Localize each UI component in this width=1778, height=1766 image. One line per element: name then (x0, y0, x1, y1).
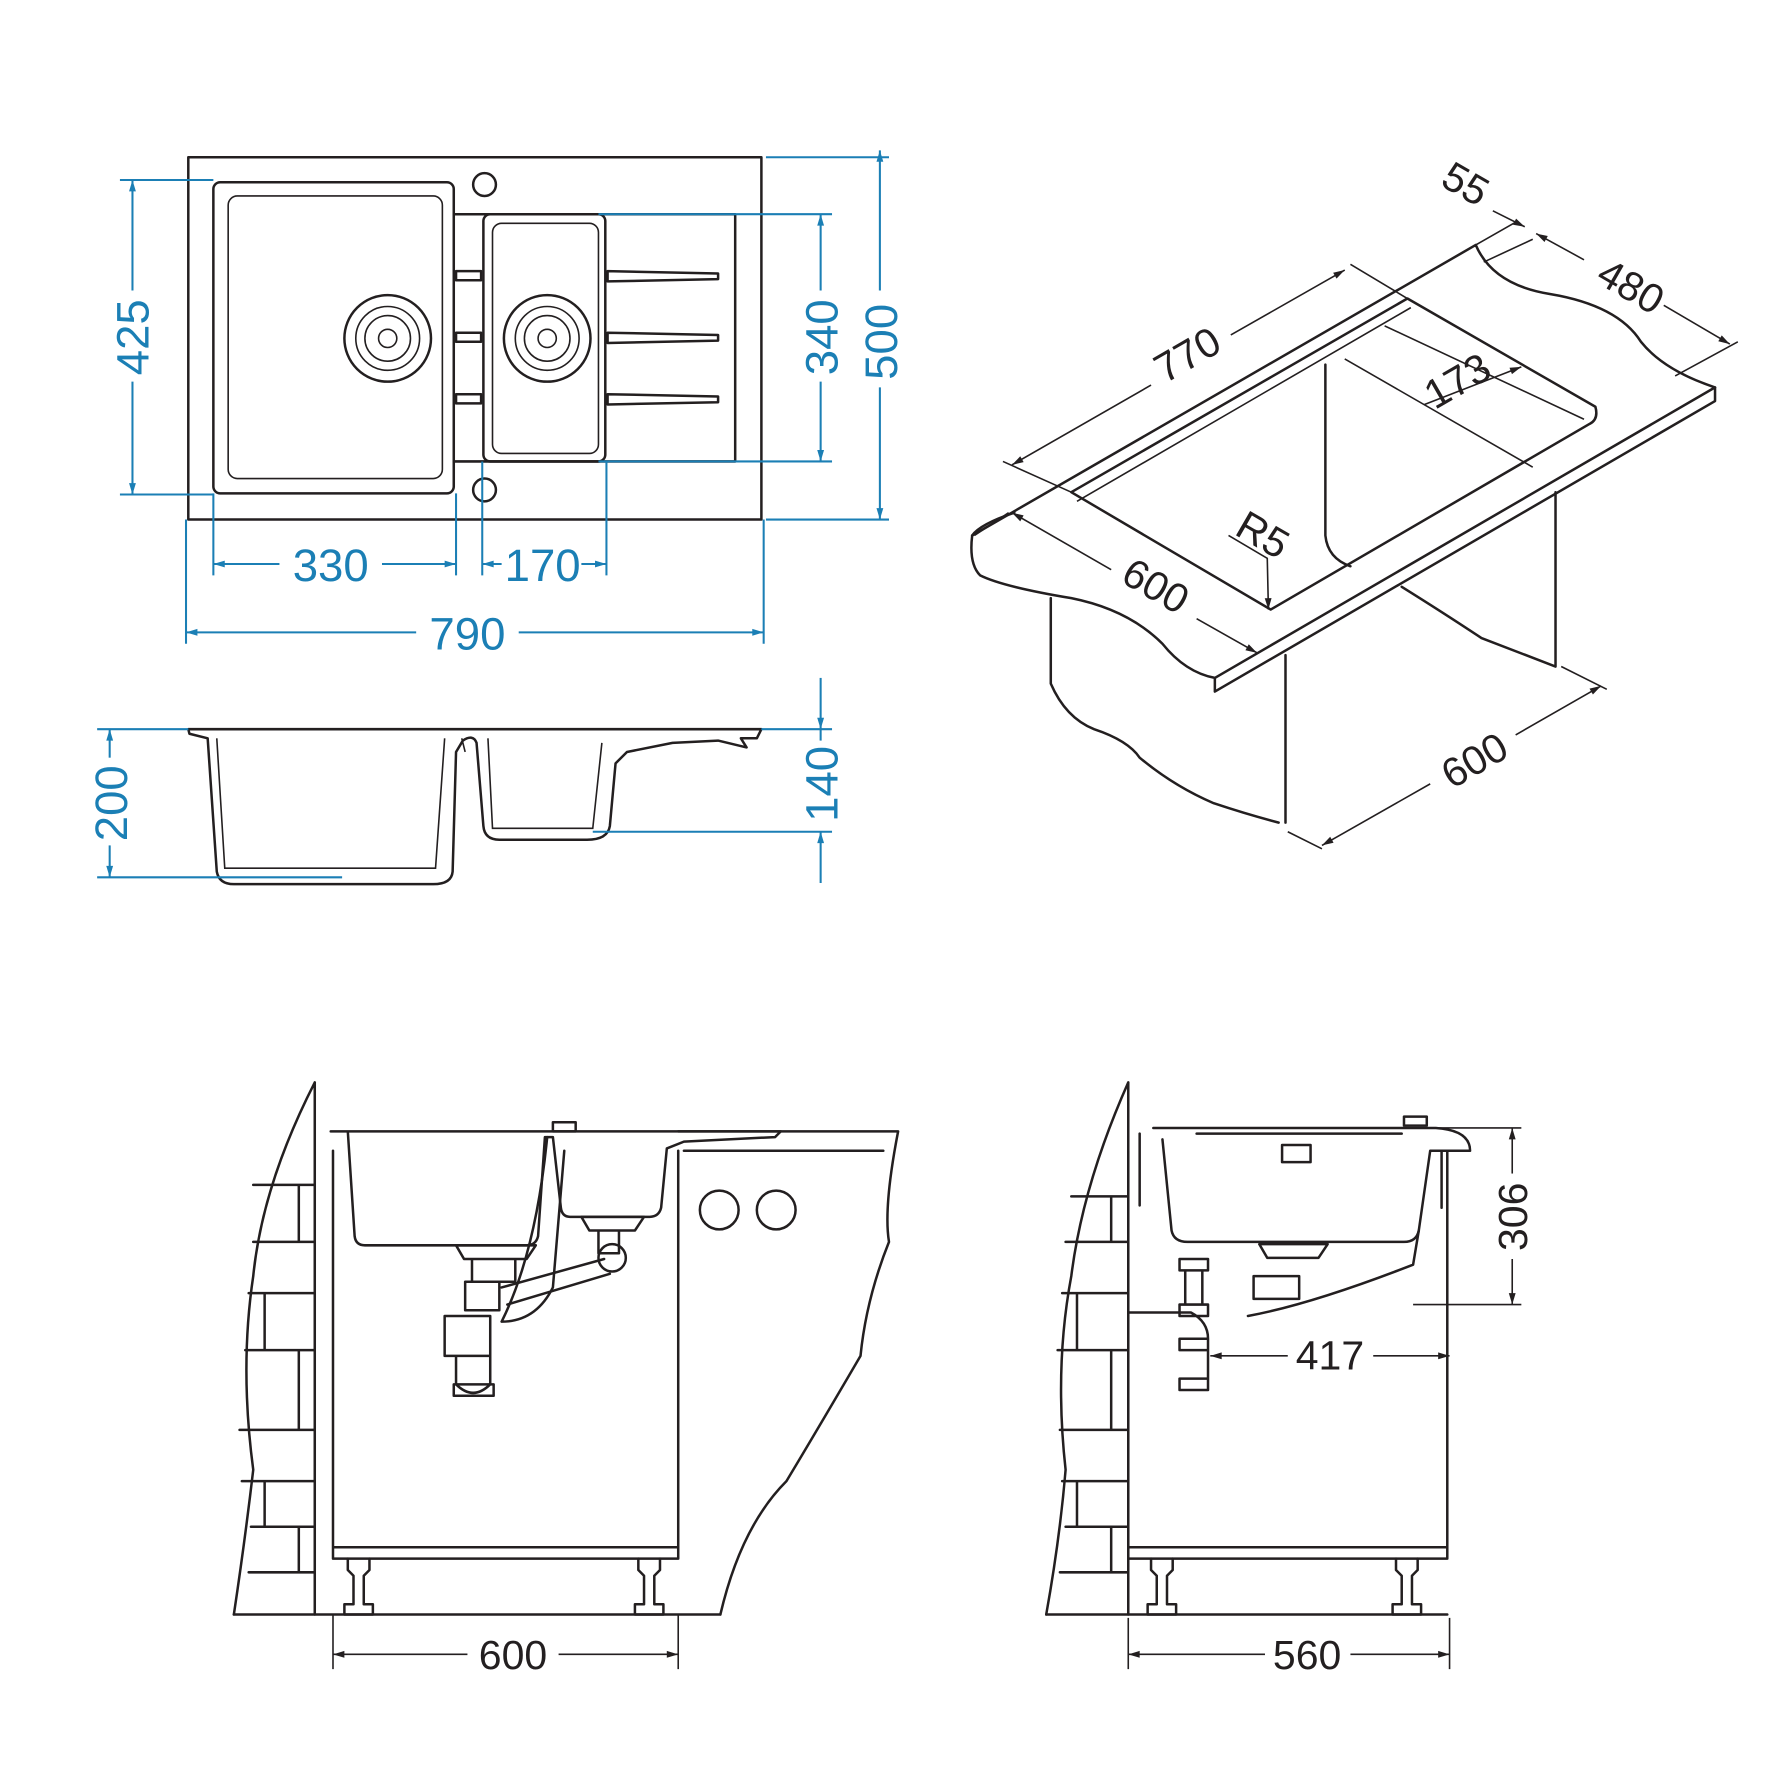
dim-330: 330 (293, 540, 369, 591)
top-view: 425 340 500 330 170 790 (107, 150, 907, 659)
side-install-view: 306 417 560 (1044, 1081, 1536, 1678)
dim-55: 55 (1434, 153, 1496, 216)
dim-200: 200 (86, 765, 137, 841)
sink-outline (187, 155, 763, 521)
drainer (452, 212, 737, 463)
left-bowl (212, 181, 456, 495)
drain-left-icon (343, 293, 433, 383)
worktop (970, 243, 1717, 693)
sink-section (187, 727, 763, 886)
wall-bricks (232, 1081, 317, 1616)
cutout (1070, 297, 1598, 611)
dim-600-front: 600 (479, 1632, 547, 1678)
dim-306: 306 (1490, 1183, 1536, 1251)
dim-170: 170 (505, 540, 581, 591)
dim-790: 790 (429, 608, 505, 659)
cabinet (232, 1149, 722, 1616)
wall-bricks-side (1044, 1081, 1130, 1616)
tap-hole-icon (471, 477, 498, 503)
sink-front (329, 1130, 783, 1247)
right-bowl (482, 212, 607, 463)
dim-425: 425 (107, 299, 158, 375)
sink-side (1138, 1126, 1472, 1244)
cabinet-side (1044, 1149, 1449, 1616)
worktop-front (676, 1130, 900, 1616)
dim-500: 500 (856, 304, 907, 380)
drain-right-icon (502, 293, 592, 383)
isometric-view: 770 55 480 173 R5 600 600 (970, 153, 1739, 850)
section-view: 200 140 (86, 677, 848, 886)
dim-770: 770 (1146, 318, 1228, 392)
dim-560: 560 (1273, 1632, 1341, 1678)
dim-140: 140 (797, 746, 848, 822)
dim-480: 480 (1590, 249, 1672, 323)
front-install-view: 600 (232, 1081, 900, 1678)
dim-417: 417 (1296, 1333, 1364, 1379)
dim-340: 340 (797, 299, 848, 375)
tap-hole-icon (471, 171, 498, 198)
dim-r5: R5 (1229, 502, 1297, 568)
dim-600-bottom: 600 (1433, 723, 1515, 797)
